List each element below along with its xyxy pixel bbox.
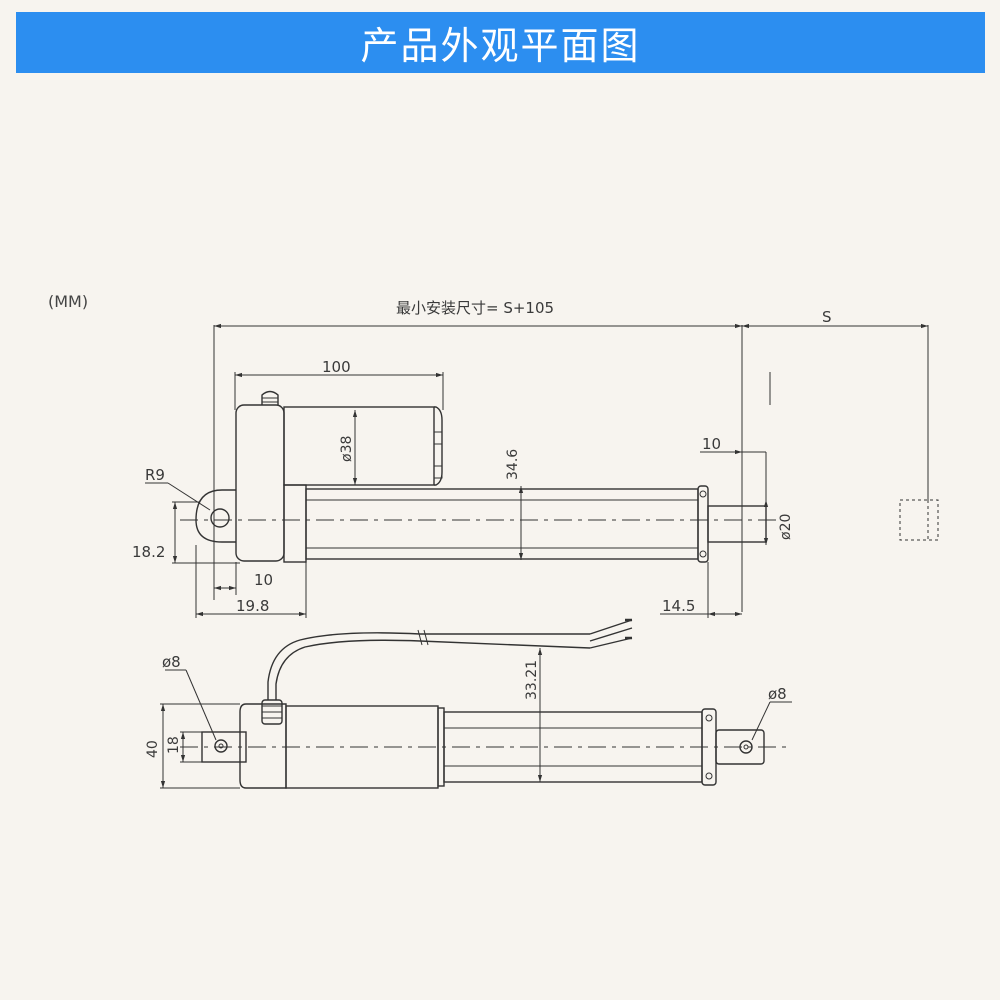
rod-tail-label: 14.5 <box>662 597 695 615</box>
height-label: 34.6 <box>505 449 521 480</box>
extension-rod <box>707 505 767 543</box>
motor-diameter-label: ø38 <box>339 436 355 462</box>
motor-length-label: 100 <box>322 358 351 376</box>
install-size-label: 最小安装尺寸= S+105 <box>396 299 554 317</box>
hole-right-label: ø8 <box>768 685 787 703</box>
overall-width-label: 40 <box>145 740 161 758</box>
motor-length-dimension <box>234 372 444 410</box>
motor-body <box>283 406 435 486</box>
page-title: 产品外观平面图 <box>360 24 641 68</box>
radius-label: R9 <box>145 466 165 484</box>
side-rear-clevis <box>201 731 247 763</box>
side-height-label: 33.21 <box>524 660 540 700</box>
side-view <box>160 618 792 789</box>
rod-diameter-label: ø20 <box>778 514 794 540</box>
power-cable <box>267 632 421 700</box>
clevis-width-label: 18 <box>166 736 182 754</box>
mount-height-label: 18.2 <box>132 543 165 561</box>
hole-left-label: ø8 <box>162 653 181 671</box>
mount-length-label: 19.8 <box>236 597 269 615</box>
stroke-label: S <box>822 308 832 326</box>
unit-label: (MM) <box>48 292 89 311</box>
rod-end-offset-label: 10 <box>702 435 721 453</box>
title-banner: 产品外观平面图 <box>16 12 985 73</box>
install-size-dimension <box>213 323 929 612</box>
mount-offset-label: 10 <box>254 571 273 589</box>
rear-clevis <box>195 489 236 543</box>
top-view <box>145 323 939 618</box>
extended-rod-ghost <box>899 499 939 541</box>
gearbox-housing <box>235 404 285 562</box>
